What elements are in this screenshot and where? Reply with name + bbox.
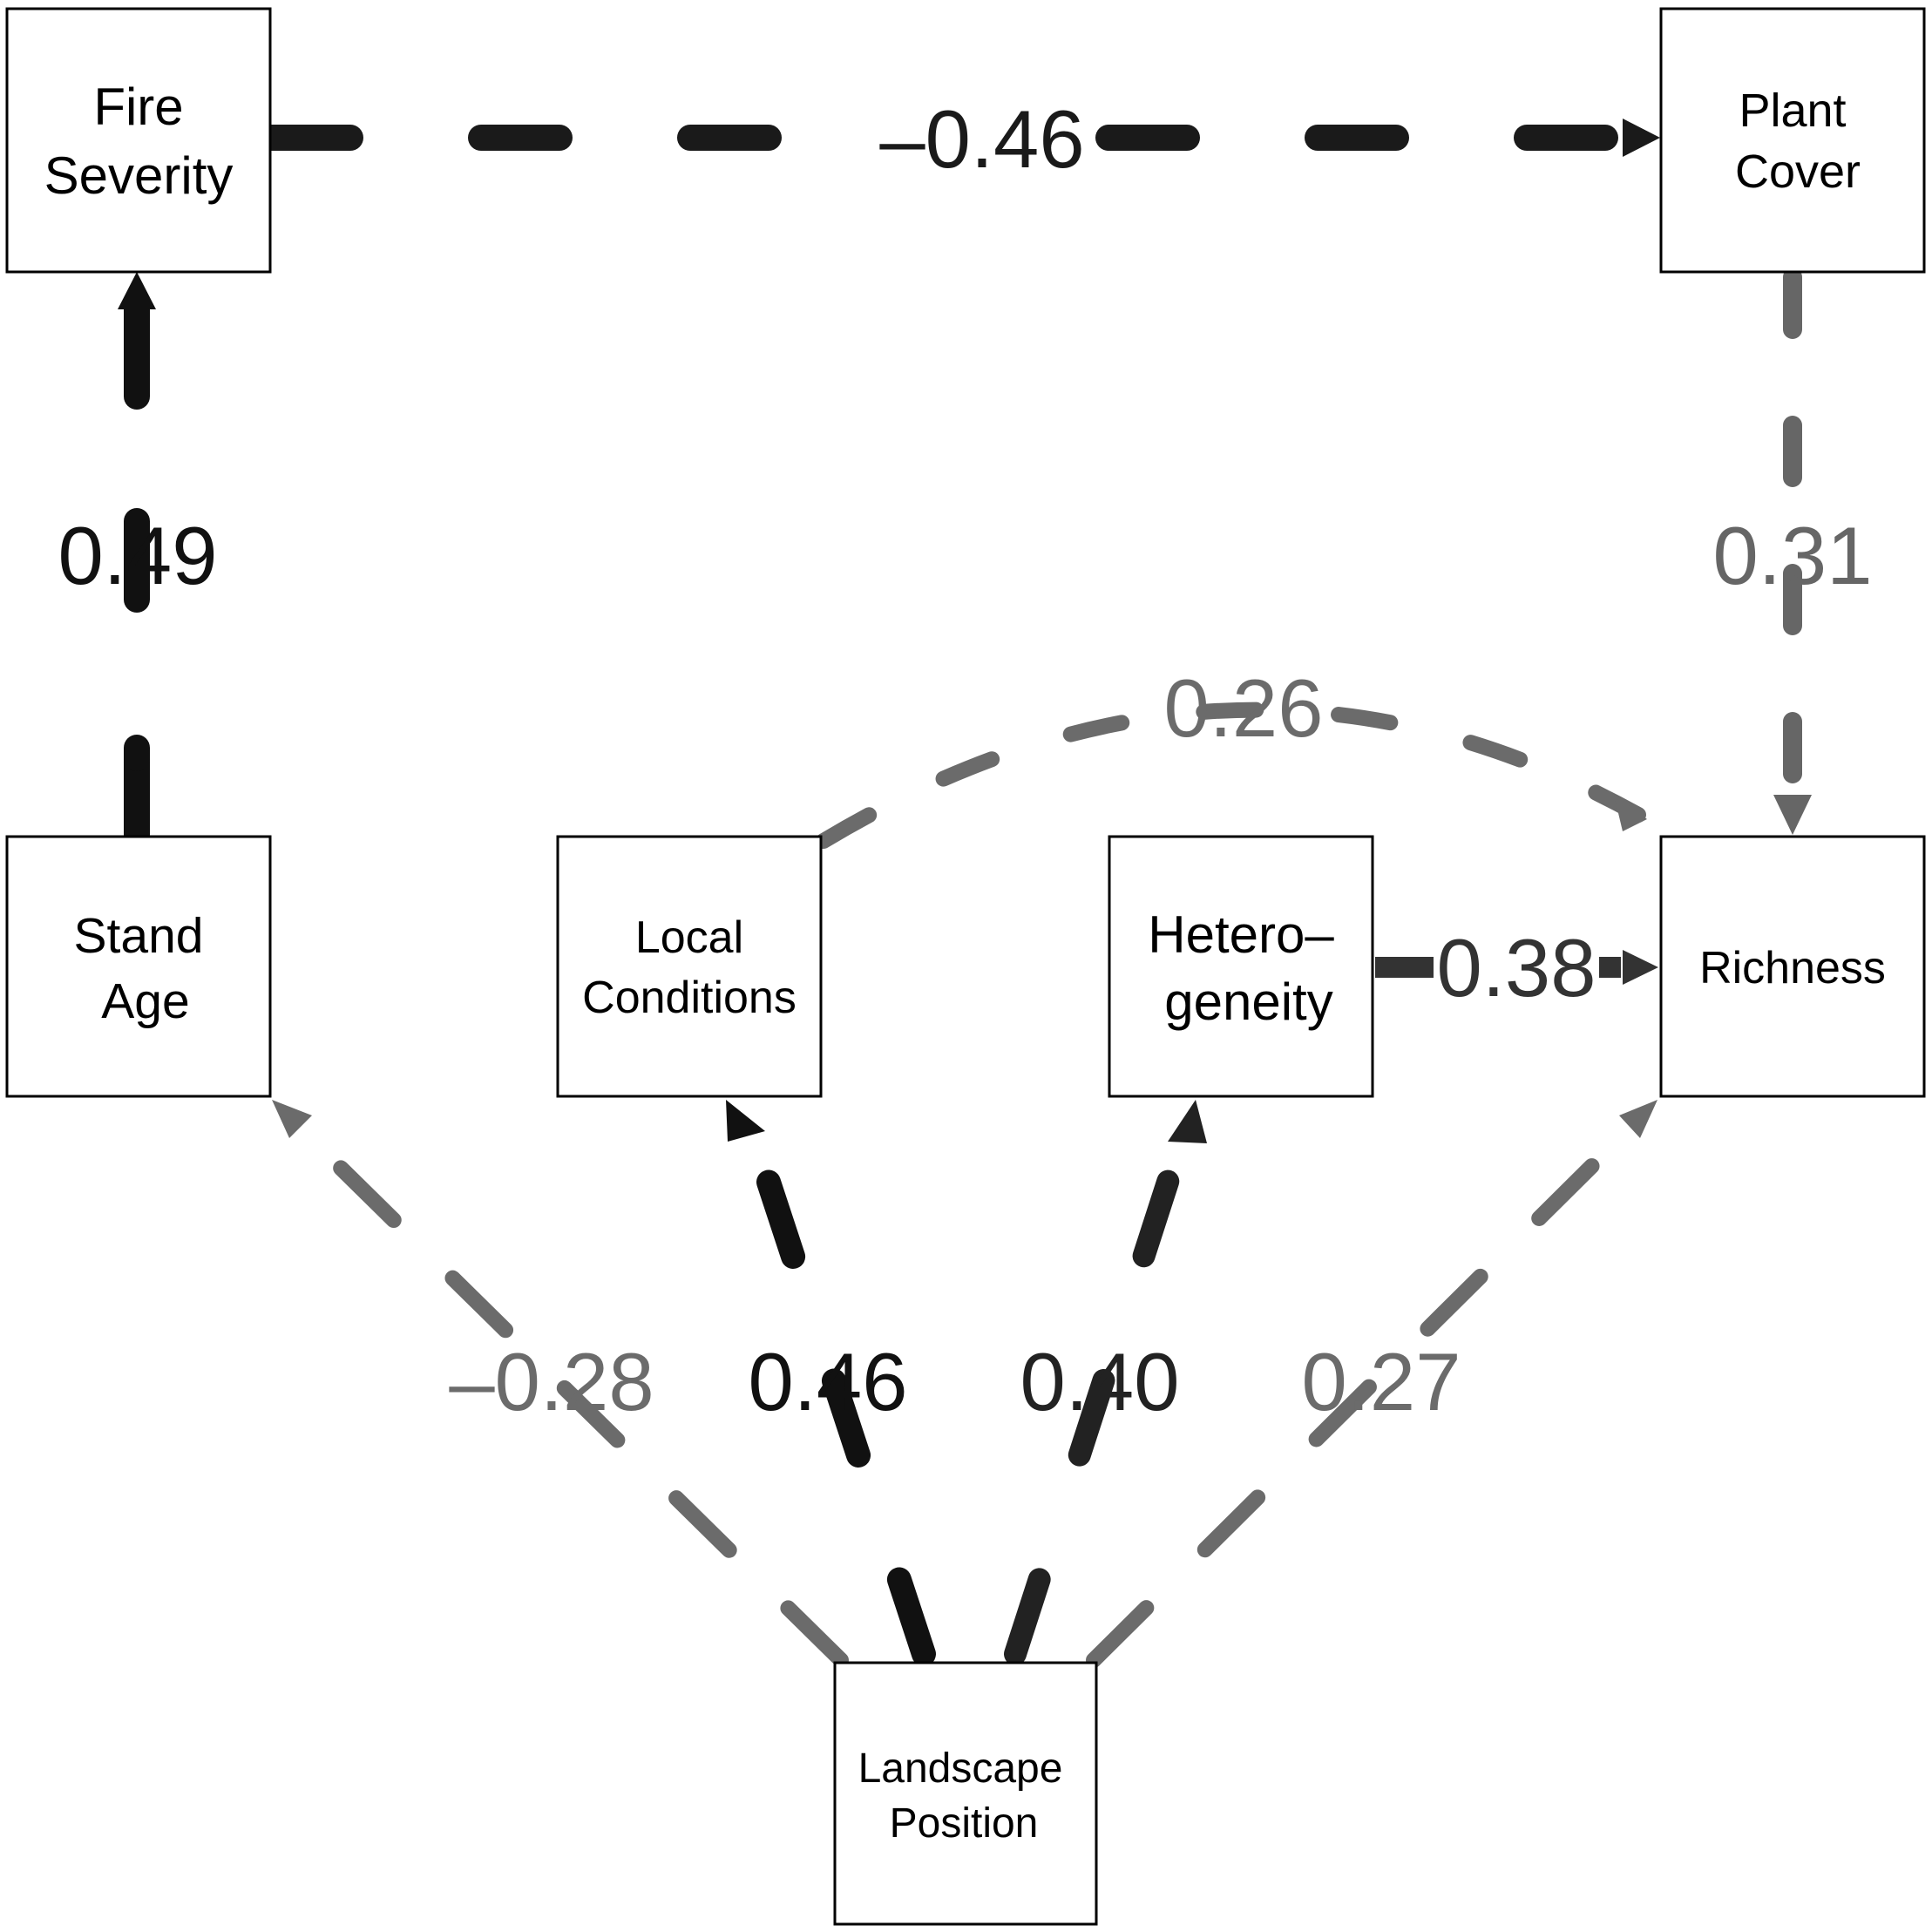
node-label-line: Landscape [858,1746,1063,1792]
node-heterogeneity: Hetero– geneity [1108,835,1374,1098]
arrowhead [118,272,156,309]
edge-landscape-to-richness: 0.27 [1086,1100,1657,1668]
edge-label-landscape-to-local: 0.46 [749,1336,908,1427]
edge-label-landscape-to-hetero: 0.40 [1020,1336,1180,1427]
arrowhead [1623,119,1660,157]
node-label-line: Conditions [582,973,797,1023]
edge-landscape-to-heterogeneity: 0.40 [1004,1100,1207,1665]
node-label-line: Richness [1699,943,1886,993]
node-stand-age: Stand Age [5,835,272,1098]
edge-fire-severity-to-plant-cover: –0.46 [259,93,1660,185]
node-label-line: Hetero– [1148,905,1334,964]
edge-label-fire-to-plant: –0.46 [879,93,1084,185]
arrowhead [1619,1100,1657,1138]
arrowhead [272,1100,312,1138]
node-label-line: Position [890,1800,1039,1847]
node-local-conditions: Local Conditions [556,835,823,1098]
arrowhead [1614,795,1647,831]
edge-landscape-to-stand-age: –0.28 [272,1100,849,1668]
node-fire-severity: Fire Severity [5,7,272,274]
node-plant-cover: Plant Cover [1659,7,1926,274]
node-label-line: Plant [1739,85,1846,137]
node-label-line: Fire [93,78,183,136]
edge-landscape-to-local-conditions: 0.46 [726,1100,936,1666]
edge-label-stand-to-fire: 0.49 [58,510,218,601]
node-label-line: geneity [1164,973,1332,1031]
arrowhead [1773,795,1812,835]
edge-label-landscape-to-stand: –0.28 [449,1336,654,1427]
node-landscape-position: Landscape Position [833,1661,1098,1926]
edge-plant-cover-to-richness: 0.31 [1713,268,1873,835]
node-label-line: Cover [1735,146,1861,198]
edge-heterogeneity-to-richness: 0.38 [1375,922,1658,1013]
arrowhead [726,1100,765,1142]
node-label-line: Severity [44,146,234,205]
node-label-line: Age [101,973,189,1029]
edge-local-conditions-to-richness: 0.26 [816,662,1647,849]
node-label-line: Local [635,912,743,963]
edge-label-hetero-to-richness: 0.38 [1437,922,1596,1013]
node-label-line: Stand [74,908,204,964]
edge-label-local-to-richness: 0.26 [1164,662,1324,754]
arrowhead [1623,950,1658,985]
node-richness: Richness [1659,835,1926,1098]
edge-label-landscape-to-richness: 0.27 [1302,1336,1461,1427]
arrowhead [1168,1100,1207,1143]
edge-label-plant-to-richness: 0.31 [1713,510,1873,601]
edge-stand-age-to-fire-severity: 0.49 [58,272,218,848]
